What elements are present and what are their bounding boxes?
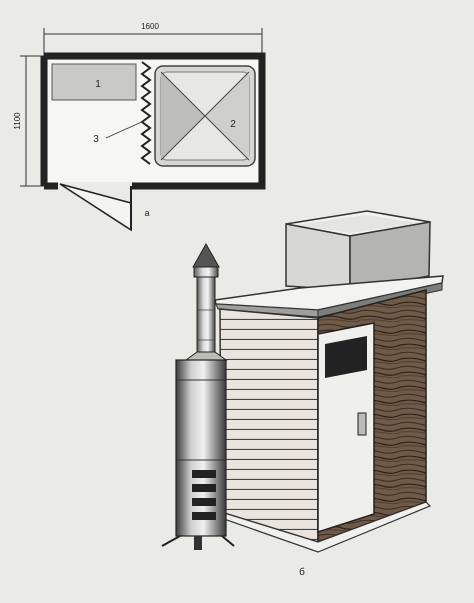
side-wall-siding xyxy=(219,308,319,544)
floor-plan: 1600 1100 1 3 2 а xyxy=(13,22,266,232)
illustration-caption: б xyxy=(299,566,305,578)
width-dimension-label: 1600 xyxy=(141,22,159,31)
partition-wall xyxy=(140,61,152,165)
callout-3: 3 xyxy=(93,134,99,145)
door-swing xyxy=(59,183,132,232)
callout-2: 2 xyxy=(230,119,236,130)
plan-caption: а xyxy=(144,208,149,218)
door-window xyxy=(325,336,367,378)
door-handle xyxy=(357,412,367,436)
bench-area xyxy=(51,63,137,101)
callout-1: 1 xyxy=(95,79,101,90)
chimney xyxy=(192,242,220,368)
stove xyxy=(161,351,235,550)
sauna-illustration: б xyxy=(161,210,444,578)
height-dimension-label: 1100 xyxy=(13,112,22,130)
